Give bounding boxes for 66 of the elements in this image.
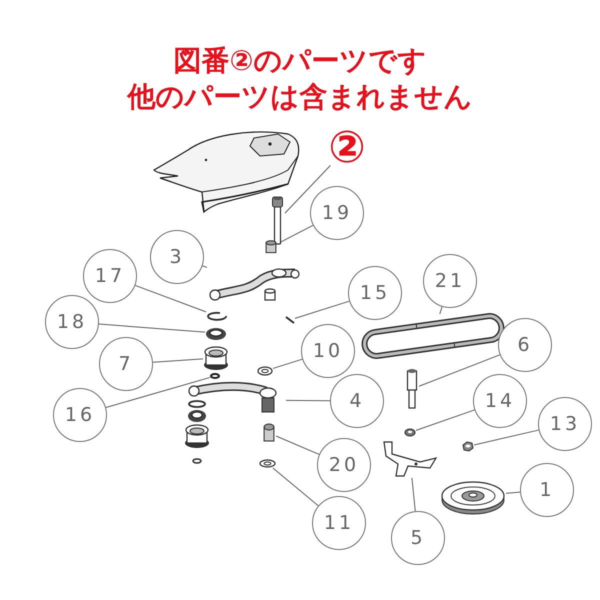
callout-circle <box>498 318 552 372</box>
spring-pin <box>285 316 295 324</box>
callout-circle <box>538 397 592 451</box>
callout-circle <box>391 511 445 565</box>
callout-number: 10 <box>312 342 344 360</box>
washer <box>259 459 276 468</box>
washer <box>257 366 273 376</box>
notice-text: 他のパーツは含まれません <box>128 80 472 114</box>
leader-line <box>152 358 204 363</box>
callout-circle <box>99 337 153 391</box>
callout-number: ② <box>328 126 366 170</box>
callout-circle <box>473 374 527 428</box>
pin <box>405 368 419 410</box>
leader-line <box>272 358 303 369</box>
small-ring <box>210 373 220 379</box>
callout-number: 19 <box>322 204 352 222</box>
washer <box>404 428 416 437</box>
callout-number: 5 <box>410 528 426 548</box>
leader-line <box>474 430 540 446</box>
callout-circle <box>301 324 355 378</box>
leader-line <box>98 324 206 333</box>
callout-number: 21 <box>434 272 466 290</box>
callout-number: 4 <box>349 392 365 410</box>
leader-line <box>418 354 500 387</box>
leader-line <box>416 409 476 431</box>
bushing <box>262 423 276 443</box>
callout-circle <box>520 463 574 517</box>
leader-line <box>286 400 330 402</box>
callout-number: 7 <box>118 354 134 374</box>
callout-number: 15 <box>360 284 390 302</box>
notice-text: 図番②のパーツです <box>174 44 426 78</box>
bearing-housing <box>203 345 229 371</box>
callout-number: 3 <box>169 248 185 266</box>
callout-circle <box>45 295 99 349</box>
callout-number: 11 <box>324 514 354 532</box>
leader-line <box>439 306 443 314</box>
callout-number: 1 <box>539 480 555 500</box>
leader-line <box>134 284 206 312</box>
callout-circle <box>310 186 364 240</box>
callout-number: 17 <box>94 266 126 286</box>
callout-circle <box>83 249 137 303</box>
bolt <box>270 196 285 246</box>
callout-circle <box>312 496 366 550</box>
callout-number: 6 <box>517 336 533 354</box>
callout-circle <box>423 254 477 308</box>
leader-line <box>506 492 521 494</box>
callout-circle <box>150 230 204 284</box>
leader-line <box>284 164 331 214</box>
callout-number: 18 <box>56 312 88 332</box>
leader-line <box>294 300 350 319</box>
callout-number: 13 <box>550 414 580 434</box>
callout-circle <box>317 438 371 492</box>
callout-number: 20 <box>328 456 360 474</box>
snap-ring <box>206 311 228 321</box>
leader-line <box>276 435 320 455</box>
callout-circle <box>330 374 384 428</box>
leader-line <box>105 376 210 408</box>
callout-number: 16 <box>64 406 96 424</box>
bearing <box>205 325 227 341</box>
nut <box>461 441 474 452</box>
callout-circle <box>53 388 107 442</box>
leader-line <box>411 478 416 512</box>
leader-line <box>272 468 319 506</box>
callout-number: 14 <box>484 392 516 410</box>
callout-circle <box>348 266 402 320</box>
bushing <box>264 240 278 254</box>
